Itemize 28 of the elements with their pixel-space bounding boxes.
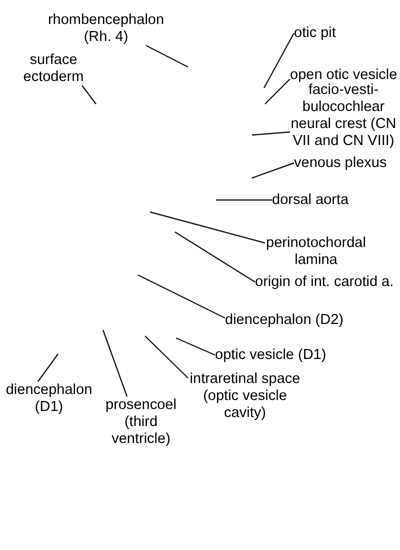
leader-line — [263, 32, 295, 88]
leader-line — [150, 211, 266, 244]
leader-line — [252, 162, 294, 179]
leader-line — [138, 274, 226, 319]
leader-line — [174, 232, 256, 282]
structure-label: intraretinal space (optic vesicle cavity) — [188, 370, 302, 422]
leader-line — [146, 44, 188, 68]
structure-label: rhombencephalon (Rh. 4) — [47, 12, 165, 46]
structure-label: facio-vesti- bulocochlear neural crest (CN VII and CN VIII) — [290, 82, 397, 150]
structure-label: diencephalon (D2) — [225, 312, 344, 328]
leader-line — [216, 199, 272, 201]
structure-label: optic vesicle (D1) — [215, 346, 326, 364]
leader-line — [38, 354, 58, 382]
leader-line — [102, 330, 128, 397]
leader-line — [264, 78, 290, 104]
leader-line — [144, 336, 188, 378]
leader-line — [82, 85, 96, 104]
structure-label: prosencoel (third ventricle) — [104, 396, 178, 448]
leader-line — [176, 337, 216, 356]
structure-label: venous plexus — [294, 154, 387, 172]
structure-label: perinotochordal lamina — [265, 234, 367, 268]
structure-label: surface ectoderm — [22, 52, 86, 86]
structure-label: open otic vesicle — [290, 66, 398, 84]
structure-label: dorsal aorta — [272, 192, 349, 208]
structure-label: otic pit — [294, 24, 336, 42]
structure-label: origin of int. carotid a. — [255, 274, 394, 290]
leader-line — [252, 131, 290, 136]
structure-label: diencephalon (D1) — [3, 382, 95, 416]
